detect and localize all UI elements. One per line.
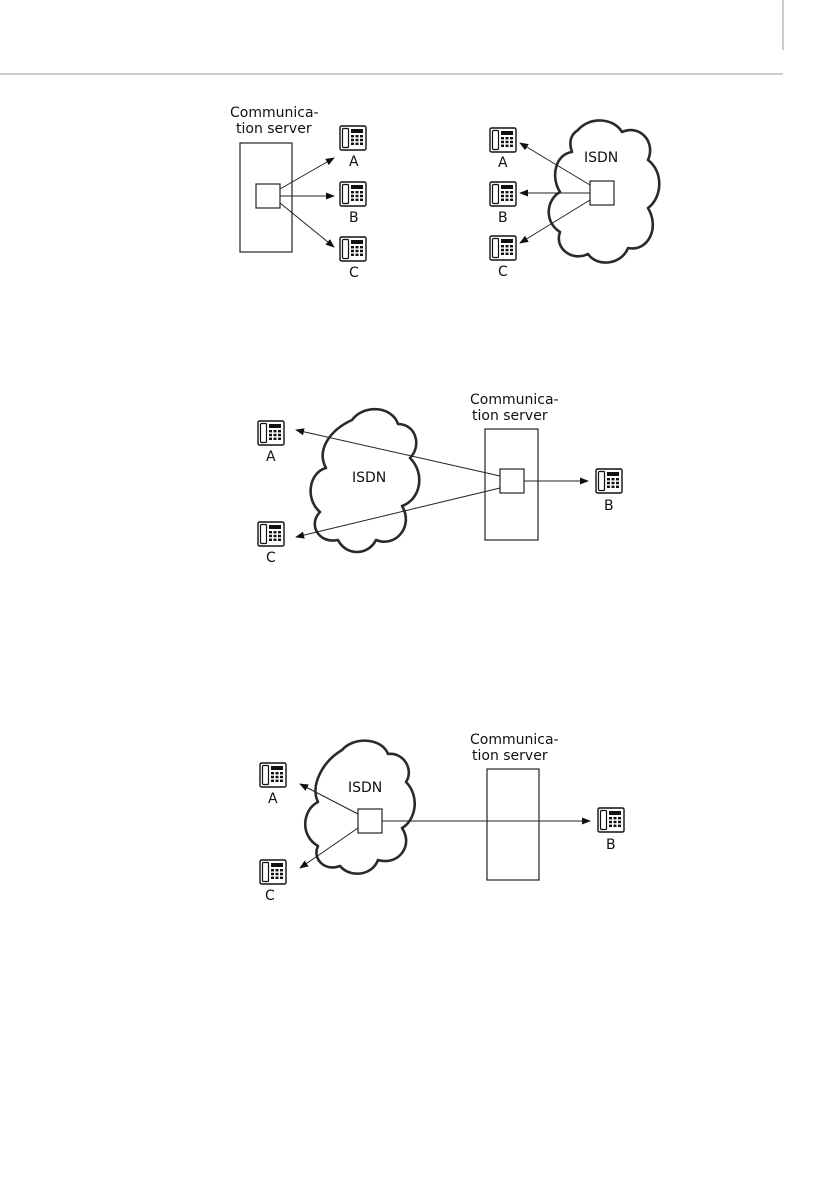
server-label: tion server [472, 748, 548, 764]
phone-label-a: A [266, 449, 276, 465]
phone-icon [490, 236, 516, 260]
isdn-label: ISDN [348, 780, 382, 796]
server-box [487, 769, 539, 880]
phone-label-c: C [266, 550, 276, 566]
isdn-label: ISDN [584, 150, 618, 166]
phone-icon [340, 237, 366, 261]
figure1-isdn: ISDN A B C [490, 120, 659, 280]
server-label: tion server [472, 408, 548, 424]
phone-icon [598, 808, 624, 832]
server-label: tion server [236, 121, 312, 137]
figure2: ISDN Communica- tion server A C B [258, 392, 622, 566]
phone-label-c: C [349, 265, 359, 281]
switch-node [500, 469, 524, 493]
phone-label-b: B [498, 210, 508, 226]
phone-icon [490, 182, 516, 206]
switch-node [256, 184, 280, 208]
switch-node [590, 181, 614, 205]
server-label: Communica- [470, 392, 559, 408]
phone-label-b: B [606, 837, 616, 853]
phone-icon [260, 860, 286, 884]
phone-label-b: B [349, 210, 359, 226]
isdn-label: ISDN [352, 470, 386, 486]
phone-label-a: A [268, 791, 278, 807]
phone-label-c: C [498, 264, 508, 280]
figure1-local: Communica- tion server A B C [230, 105, 366, 281]
phone-icon [340, 126, 366, 150]
phone-label-b: B [604, 498, 614, 514]
phone-icon [340, 182, 366, 206]
server-label: Communica- [230, 105, 319, 121]
phone-label-a: A [349, 154, 359, 170]
phone-icon [258, 421, 284, 445]
phone-icon [490, 128, 516, 152]
phone-label-a: A [498, 155, 508, 171]
switch-node [358, 809, 382, 833]
phone-icon [260, 763, 286, 787]
phone-label-c: C [265, 888, 275, 904]
server-label: Communica- [470, 732, 559, 748]
phone-icon [258, 522, 284, 546]
isdn-cloud [305, 741, 414, 874]
phone-icon [596, 469, 622, 493]
figure3: ISDN Communica- tion server A C B [260, 732, 624, 904]
